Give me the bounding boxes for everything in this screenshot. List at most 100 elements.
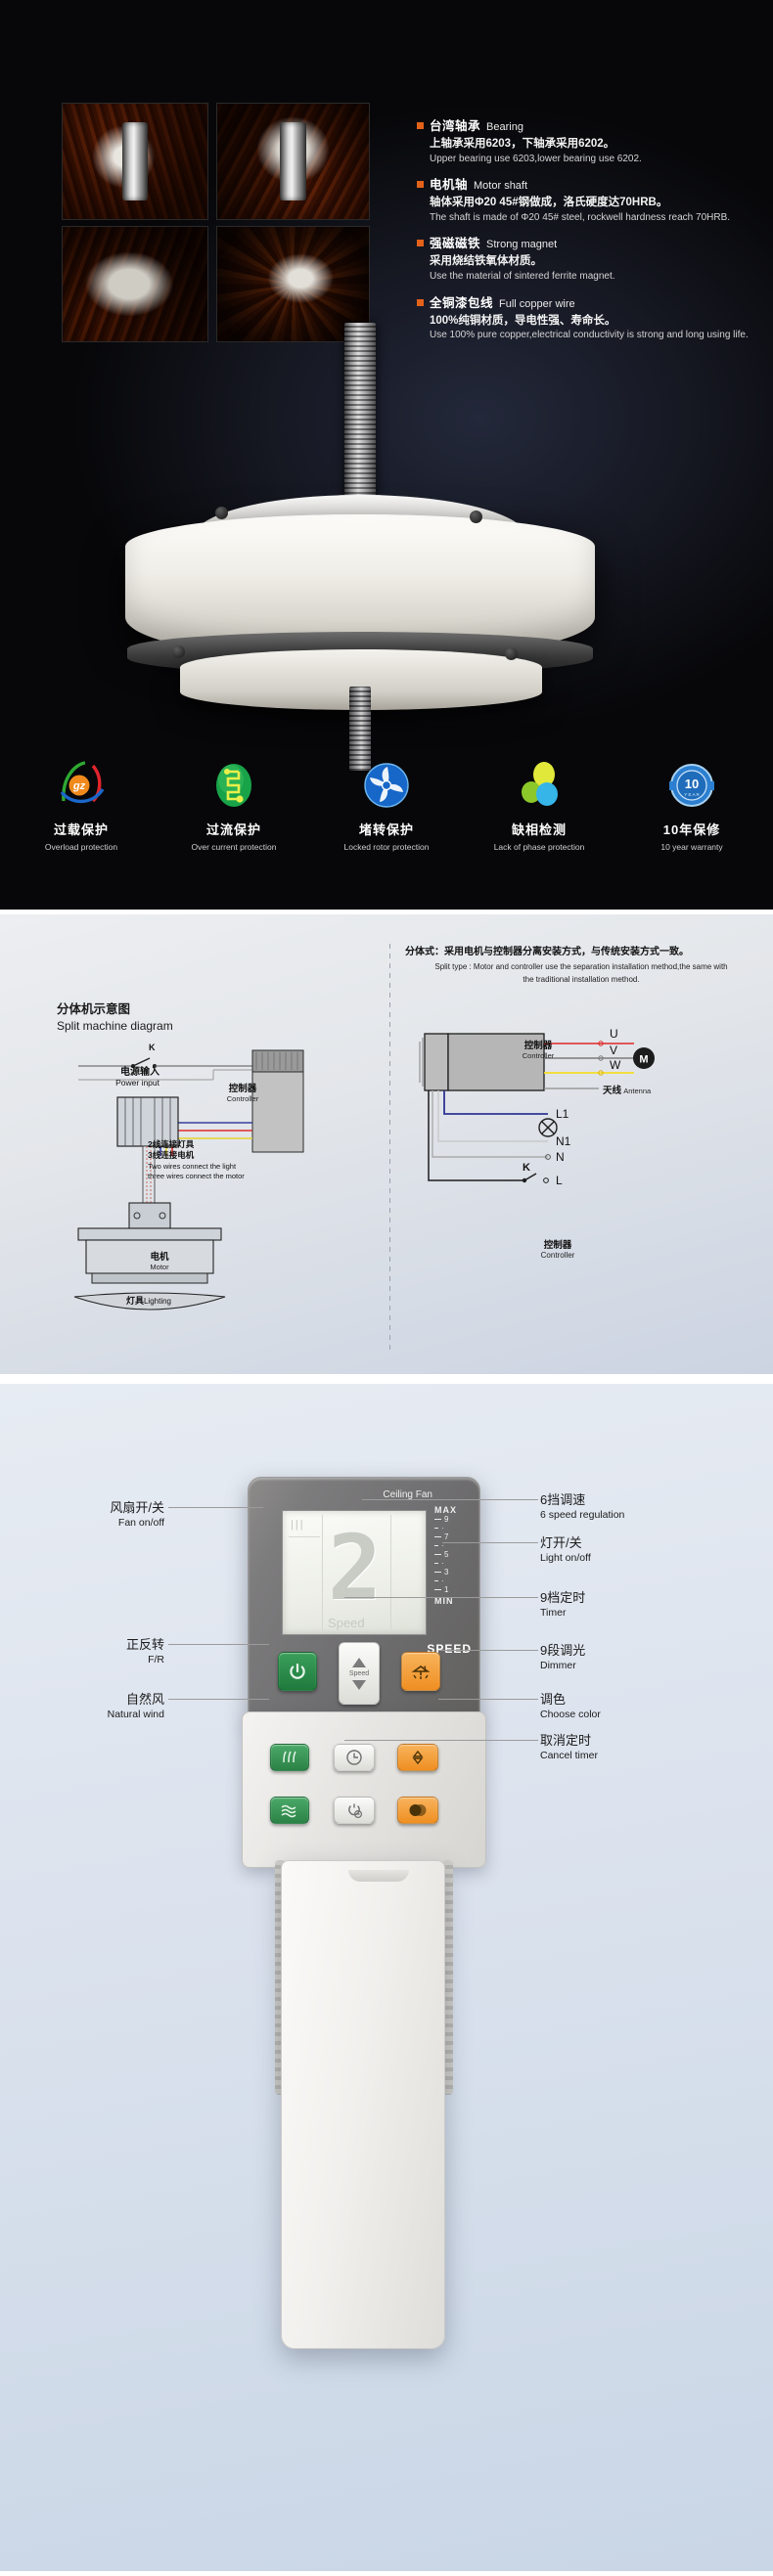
scale-tick-dot: · (441, 1541, 444, 1550)
spec-title-en: Bearing (486, 121, 523, 133)
remote-brand-label: Ceiling Fan (383, 1489, 432, 1500)
scale-tick (434, 1571, 441, 1574)
feature-locked-rotor-protection: 堵转保护 Locked rotor protection (333, 758, 440, 875)
remote-control-panel: Ceiling Fan ||| 2 Speed MAX 9 · 7 · 5 (0, 1379, 773, 2571)
callout-leader-line (168, 1507, 263, 1508)
callout-leader-line (344, 1740, 538, 1741)
callout-zh: 9档定时 (540, 1590, 586, 1605)
callout-en: F/R (148, 1654, 164, 1666)
callout-en: Dimmer (540, 1660, 576, 1671)
triangle-up-icon (352, 1657, 366, 1667)
spec-body-zh: 100%纯铜材质，导电性强、寿命长。 (430, 314, 616, 327)
diagram-divider (389, 944, 390, 1355)
callout-en: Cancel timer (540, 1750, 598, 1761)
scale-tick (434, 1544, 438, 1547)
callout-light-on-off: 灯开/关 Light on/off (540, 1532, 591, 1564)
controller-caption-en: Controller (540, 1251, 575, 1260)
callout-en: Light on/off (540, 1552, 591, 1564)
split-type-en-1: Split type : Motor and controller use th… (434, 962, 728, 971)
choose-color-button[interactable] (397, 1797, 438, 1824)
svg-text:N: N (556, 1150, 565, 1164)
motor-thumbnail (62, 226, 208, 342)
scale-max-label: MAX (434, 1505, 457, 1515)
spec-item-strong-magnet: 强磁磁铁 Strong magnet 采用烧结铁氧体材质。 Use the ma… (417, 233, 750, 283)
reverse-icon (283, 1751, 296, 1763)
scale-tick-label: 1 (444, 1585, 449, 1594)
controller-zh: 控制器 (228, 1084, 257, 1094)
callout-zh: 9段调光 (540, 1643, 586, 1658)
callout-forward-reverse: 正反转 F/R (57, 1634, 164, 1666)
spec-body-en: Use the material of sintered ferrite mag… (430, 271, 615, 283)
wave-icon (281, 1804, 296, 1818)
motor-zh: 电机 (150, 1252, 169, 1263)
remote-side-rail (275, 1860, 286, 2095)
motor-bolt (172, 645, 185, 658)
svg-text:M: M (639, 1054, 648, 1066)
motor-thumbnail (62, 103, 208, 220)
dimmer-button[interactable] (397, 1744, 438, 1771)
speed-rocker-button[interactable]: Speed (339, 1642, 380, 1705)
feature-over-current-protection: 过流保护 Over current protection (180, 758, 288, 875)
right-controller-label: 控制器 Controller (504, 1038, 572, 1060)
callout-dimmer: 9段调光 Dimmer (540, 1640, 585, 1671)
left-motor-label: 电机 Motor (135, 1249, 184, 1271)
callout-zh: 取消定时 (540, 1733, 592, 1748)
speed-rocker-label: Speed (348, 1669, 370, 1677)
split-type-en-2: the traditional installation method. (523, 975, 640, 985)
ten-year-warranty-icon: 10 Y E A R (638, 758, 746, 813)
motor-thumbnail (216, 103, 370, 220)
spec-item-motor-shaft: 电机轴 Motor shaft 轴体采用Φ20 45#钢做成，洛氏硬度达70HR… (417, 174, 750, 224)
svg-text:L: L (556, 1174, 563, 1187)
feature-label-en: 10 year warranty (660, 842, 723, 852)
feature-label-zh: 10年保修 (662, 822, 721, 837)
callout-zh: 风扇开/关 (110, 1500, 164, 1515)
feature-label-en: Over current protection (191, 842, 277, 852)
feature-overload-protection: gz 过载保护 Overload protection (27, 758, 135, 875)
diagram-title: 分体机示意图 Split machine diagram (57, 999, 173, 1033)
overload-protection-icon: gz (27, 758, 135, 813)
clock-cancel-icon (348, 1803, 363, 1819)
scale-tick-label: 9 (444, 1515, 449, 1524)
svg-text:gz: gz (72, 780, 86, 792)
spec-title-en: Motor shaft (474, 180, 528, 193)
lcd-speed-value: 2 (328, 1516, 383, 1621)
controller-en: Controller (226, 1094, 259, 1103)
updown-diamond-icon (412, 1750, 424, 1765)
over-current-protection-icon (180, 758, 288, 813)
fan-power-button[interactable] (278, 1652, 317, 1691)
svg-text:W: W (610, 1058, 621, 1072)
callout-leader-line (168, 1699, 269, 1700)
remote-side-rail (442, 1860, 453, 2095)
scale-tick-dot: · (441, 1524, 444, 1532)
lighting-zh: 灯具 (125, 1296, 144, 1306)
motor-lower-stud (349, 687, 371, 771)
callout-zh: 灯开/关 (540, 1535, 582, 1550)
two-tone-circle-icon (409, 1804, 427, 1816)
antenna-zh: 天线 (603, 1086, 622, 1096)
cancel-timer-button[interactable] (334, 1797, 375, 1824)
callout-fan-on-off: 风扇开/关 Fan on/off (57, 1497, 164, 1529)
timer-button[interactable] (334, 1744, 375, 1771)
callout-en: Timer (540, 1607, 567, 1619)
split-type-caption: 分体式：采用电机与控制器分离安装方式，与传统安装方式一致。 Split type… (405, 946, 757, 985)
svg-text:K: K (523, 1162, 530, 1174)
diagram-title-zh: 分体机示意图 (57, 1002, 131, 1016)
feature-label-zh: 过载保护 (53, 822, 109, 837)
svg-text:K: K (149, 1043, 156, 1052)
light-on-off-button[interactable]: 1 (401, 1652, 440, 1691)
speed-scale: MAX 9 · 7 · 5 · 3 · 1 MIN (434, 1505, 479, 1606)
callout-leader-line (168, 1644, 269, 1645)
controller-en: Controller (522, 1051, 555, 1060)
scale-tick (434, 1535, 441, 1538)
split-machine-diagram-panel: 分体机示意图 Split machine diagram (0, 910, 773, 1379)
lcd-display: ||| 2 Speed (282, 1510, 427, 1635)
forward-reverse-button[interactable] (270, 1744, 309, 1771)
callout-zh: 6挡调速 (540, 1492, 586, 1507)
motor-spec-list: 台湾轴承 Bearing 上轴承采用6203，下轴承采用6202。 Upper … (417, 115, 750, 351)
svg-text:V: V (610, 1044, 617, 1057)
natural-wind-button[interactable] (270, 1797, 309, 1824)
callout-natural-wind: 自然风 Natural wind (57, 1689, 164, 1720)
motor-thumbnail (216, 226, 370, 342)
split-type-zh: 分体式：采用电机与控制器分离安装方式，与传统安装方式一致。 (405, 947, 689, 957)
